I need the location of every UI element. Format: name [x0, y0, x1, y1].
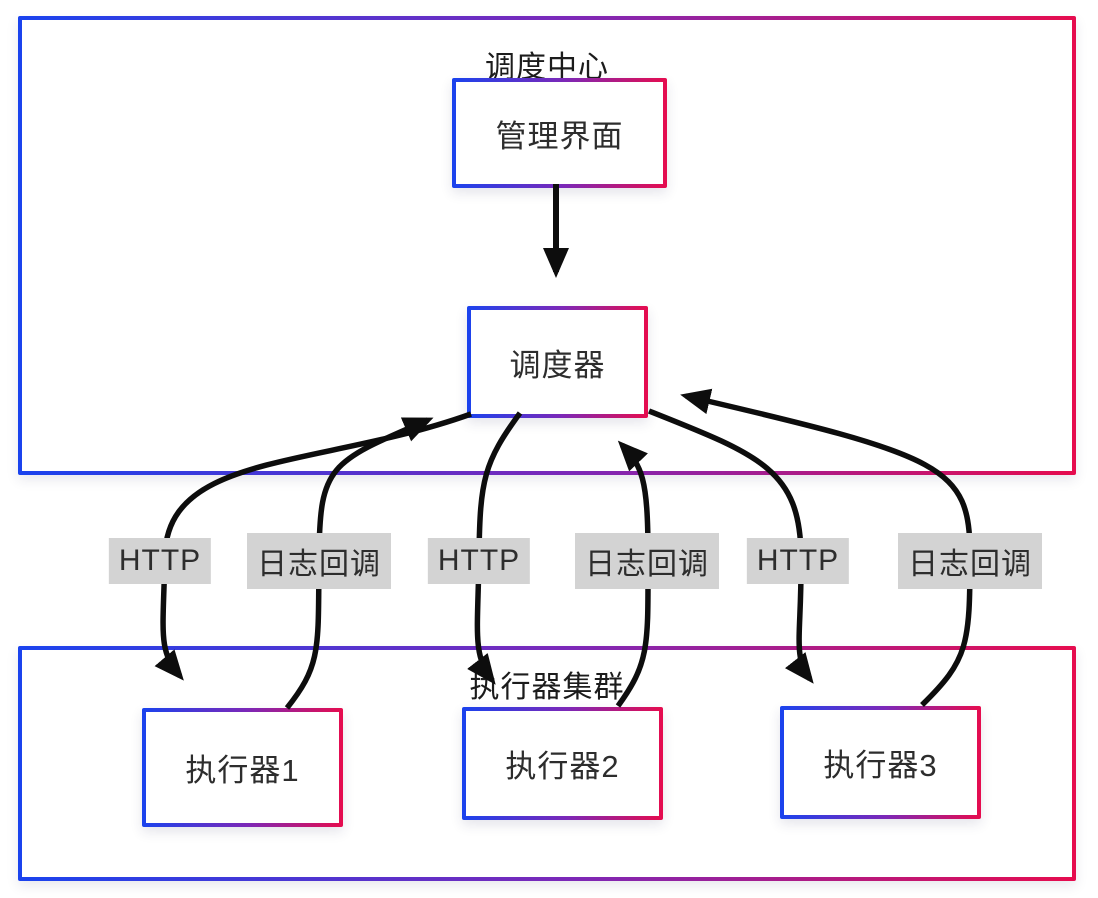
- executor-cluster-title: 执行器集群: [469, 671, 625, 704]
- node-executor-1: 执行器1: [142, 708, 343, 827]
- edge-label-log-callback-2: 日志回调: [575, 533, 719, 589]
- node-admin-ui: 管理界面: [452, 78, 667, 188]
- node-executor-2: 执行器2: [462, 707, 663, 820]
- node-executor-3-label: 执行器3: [823, 748, 938, 783]
- node-admin-ui-label: 管理界面: [495, 118, 624, 154]
- scheduling-center-title: 调度中心: [485, 51, 609, 84]
- edge-label-http-2: HTTP: [427, 538, 531, 584]
- node-executor-2-label: 执行器2: [505, 749, 620, 784]
- edge-label-log-callback-3: 日志回调: [898, 533, 1042, 589]
- edge-label-http-1: HTTP: [108, 538, 212, 584]
- node-executor-3: 执行器3: [780, 706, 981, 819]
- edge-label-http-3: HTTP: [746, 538, 850, 584]
- node-executor-1-label: 执行器1: [185, 753, 300, 788]
- node-scheduler: 调度器: [467, 306, 648, 418]
- edge-label-log-callback-1: 日志回调: [247, 533, 391, 589]
- node-scheduler-label: 调度器: [509, 347, 606, 383]
